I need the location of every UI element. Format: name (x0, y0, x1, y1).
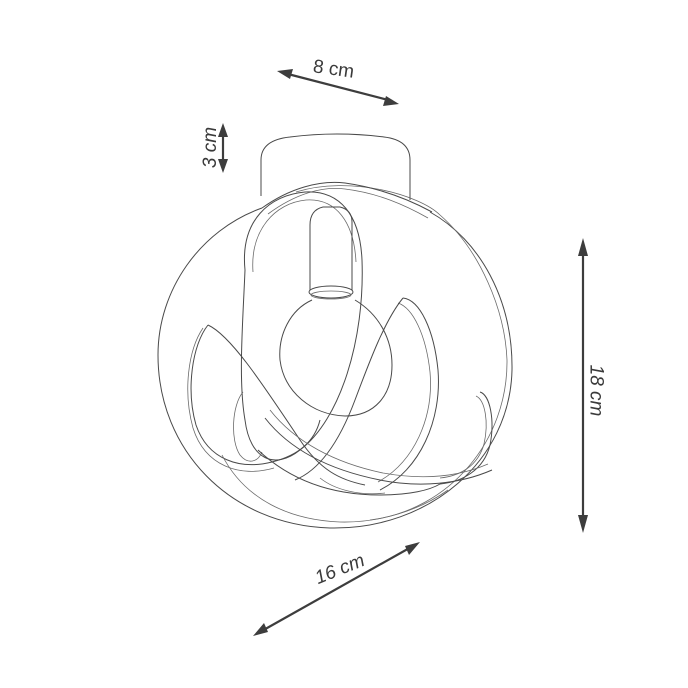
ribbon-bottom-inner (221, 454, 449, 523)
canopy (260, 133, 411, 200)
canopy-diameter-label: 8 cm (311, 56, 356, 83)
total-height-label: 18 cm (585, 364, 607, 417)
dimension-arrow-canopy-height (218, 123, 228, 173)
dimension-arrow-shade-width (253, 542, 420, 636)
ribbon-lobe-right (439, 391, 493, 485)
shade-outer (157, 181, 513, 529)
ribbon-loop-left (187, 324, 366, 486)
ribbon-loop-front (240, 191, 363, 461)
canopy-height-label: 3 cm (200, 126, 222, 169)
ribbon-lobe-left-inner (233, 391, 263, 462)
bulb (279, 299, 393, 417)
ribbon-loop-right (294, 297, 439, 491)
dimension-arrow-canopy-width (277, 69, 399, 106)
ribbon-band-crossing (257, 409, 493, 496)
lamp-holder (308, 206, 354, 300)
dimension-arrow-total-height (578, 238, 588, 533)
